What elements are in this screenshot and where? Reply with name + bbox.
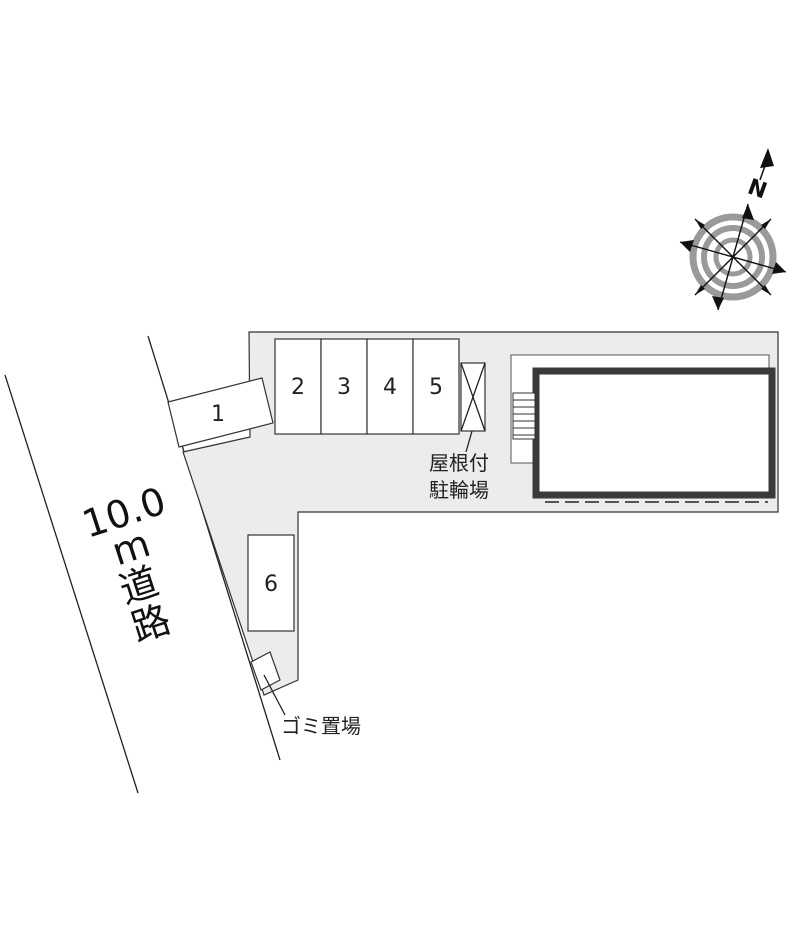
entrance-steps (512, 392, 536, 440)
bicycle-parking-label-line2: 駐輪場 (429, 478, 489, 502)
building (510, 354, 776, 503)
parking-space-4: 4 (366, 338, 414, 435)
north-arrow-icon (760, 148, 774, 168)
parking-space-5: 5 (412, 338, 460, 435)
bicycle-parking-box (460, 362, 486, 432)
garbage-area-leader (263, 674, 286, 716)
parking-space-3: 3 (320, 338, 368, 435)
parking-space-1: 1 (167, 377, 274, 448)
parking-space-6-number: 6 (264, 572, 278, 597)
compass-north-letter: N (744, 175, 770, 205)
parking-space-4-number: 4 (383, 375, 397, 400)
parking-space-3-number: 3 (337, 375, 351, 400)
parking-space-2-number: 2 (291, 375, 305, 400)
compass: N (679, 148, 787, 311)
garbage-area-label: ゴミ置場 (281, 714, 361, 738)
parking-space-1-number: 1 (211, 402, 225, 427)
parking-space-5-number: 5 (429, 375, 443, 400)
parking-space-6: 6 (247, 534, 295, 632)
garbage-area: ゴミ置場 (250, 651, 361, 738)
parking-space-2: 2 (274, 338, 322, 435)
bicycle-parking-leader (465, 430, 473, 453)
road-edge-left (4, 374, 139, 794)
bicycle-parking-label-line1: 屋根付 (429, 451, 489, 475)
